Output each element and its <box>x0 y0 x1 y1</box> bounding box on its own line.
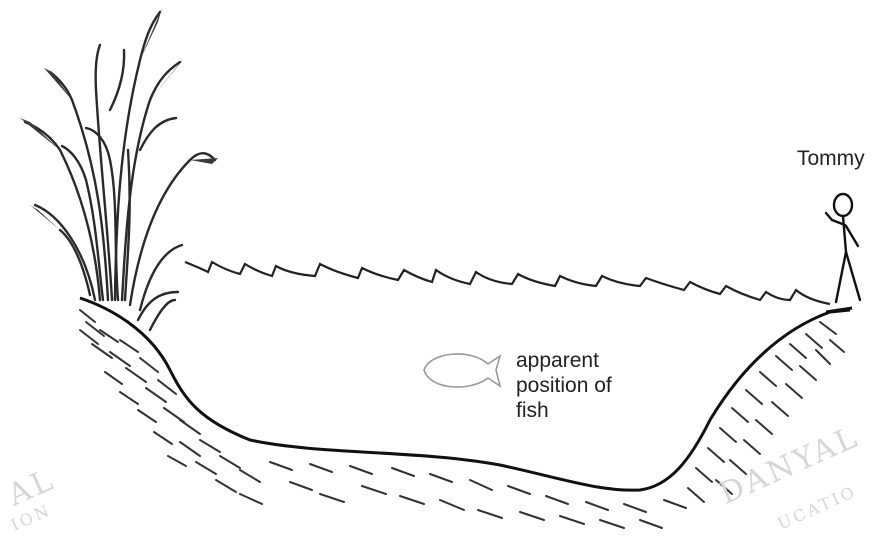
person-label: Tommy <box>797 146 865 171</box>
fish-label: apparent position of fish <box>516 348 612 423</box>
reeds <box>25 12 215 330</box>
water-surface <box>185 262 830 304</box>
fish-label-line-3: fish <box>516 398 612 423</box>
fish-outline <box>424 354 500 387</box>
fish-label-line-1: apparent <box>516 348 612 373</box>
bottom-hatching <box>270 462 686 528</box>
person-figure <box>826 194 860 302</box>
left-bank-hatching <box>80 310 262 504</box>
fish-label-line-2: position of <box>516 373 612 398</box>
